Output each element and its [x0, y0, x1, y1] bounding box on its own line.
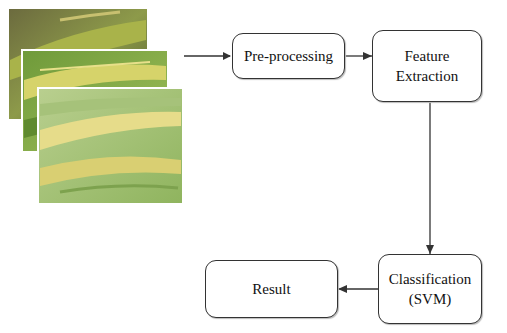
node-label: Result — [252, 279, 290, 299]
flow-arrow — [338, 288, 378, 289]
process-box: Classification (SVM) — [378, 254, 482, 324]
node-label: Classification (SVM) — [385, 269, 475, 310]
flow-arrow — [429, 102, 430, 254]
process-box: Feature Extraction — [372, 30, 482, 102]
process-box: Pre-processing — [232, 33, 345, 79]
node-label: Feature Extraction — [379, 46, 475, 87]
result-box: Result — [205, 260, 338, 318]
leaf-photo — [38, 88, 183, 204]
flow-arrow — [345, 55, 372, 56]
input-arrowhead — [223, 52, 231, 60]
node-label: Pre-processing — [244, 46, 333, 66]
